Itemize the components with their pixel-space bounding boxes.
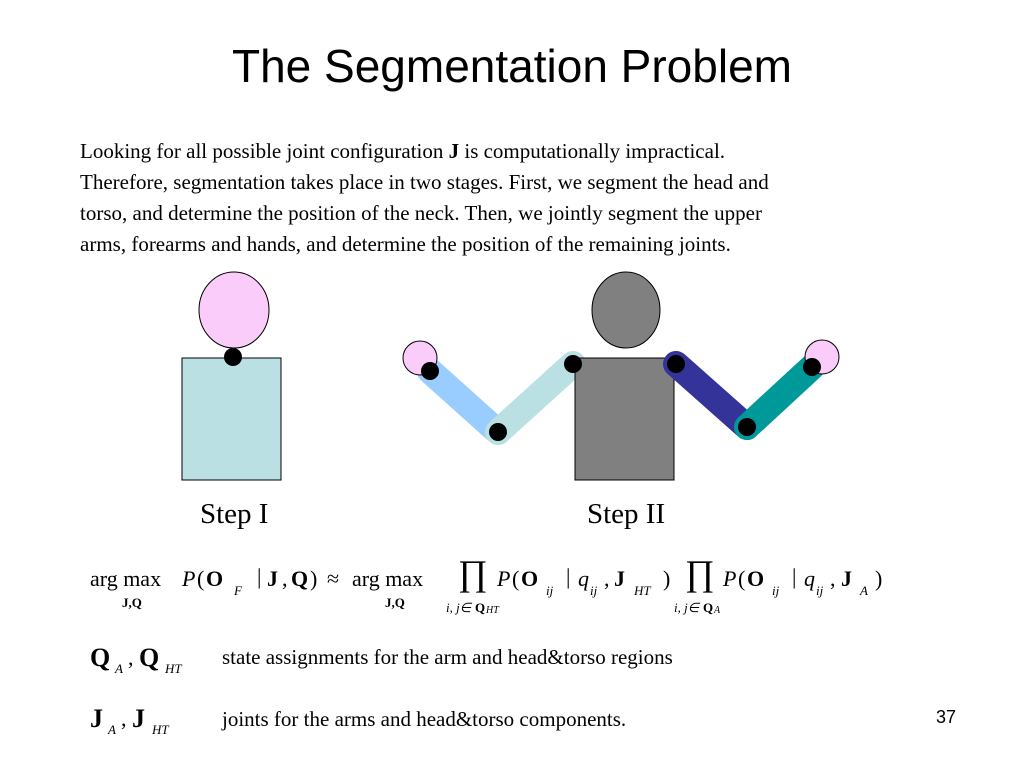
right-upper-arm: [663, 351, 760, 440]
def2-symbol-ja: J: [90, 704, 103, 733]
step1-head: [198, 271, 270, 349]
definition-q-text: state assignments for the arm and head&t…: [222, 645, 673, 669]
right-shoulder-joint: [667, 355, 685, 373]
eq-approx: ≈: [327, 566, 340, 591]
left-shoulder-joint: [564, 355, 582, 373]
paragraph-line-2: Therefore, segmentation takes place in t…: [80, 170, 769, 194]
eq-argmax-right-sub: J,Q: [385, 595, 405, 610]
step1-label: Step I: [200, 498, 269, 530]
eq-argmax-left: arg max: [90, 566, 162, 591]
def1-symbol-qa: Q: [90, 643, 111, 672]
step1-figure: [181, 271, 282, 481]
eq-lhs-p: P: [182, 566, 196, 591]
step2-label: Step II: [587, 498, 666, 530]
right-elbow-joint: [738, 418, 756, 436]
step1-neck-joint: [224, 348, 242, 366]
step2-head: [591, 271, 661, 349]
def1-symbol-qht: Q: [139, 643, 160, 672]
left-elbow-joint: [489, 423, 507, 441]
paragraph-line-3: torso, and determine the position of the…: [80, 201, 762, 225]
def2-symbol-jht: J: [132, 704, 145, 733]
step2-figure: [402, 271, 840, 481]
right-wrist-joint: [803, 358, 821, 376]
left-wrist-joint: [421, 362, 439, 380]
step2-torso: [574, 357, 675, 481]
eq-product-2: ∏: [685, 553, 715, 593]
paragraph-line-1: Looking for all possible joint configura…: [80, 139, 726, 163]
left-forearm: [417, 358, 511, 445]
eq-product-1: ∏: [458, 553, 488, 593]
page-number: 37: [936, 707, 957, 727]
slide-title: The Segmentation Problem: [232, 40, 792, 92]
eq-argmax-right: arg max: [352, 566, 424, 591]
paragraph-line-4: arms, forearms and hands, and determine …: [80, 232, 731, 256]
step1-torso: [181, 357, 282, 481]
eq-argmax-left-sub: J,Q: [122, 595, 142, 610]
definition-j-text: joints for the arms and head&torso compo…: [222, 707, 627, 731]
right-forearm: [734, 354, 825, 440]
eq-lhs-o: O: [206, 566, 224, 591]
intro-paragraph: Looking for all possible joint configura…: [80, 136, 940, 260]
left-upper-arm: [485, 351, 586, 445]
